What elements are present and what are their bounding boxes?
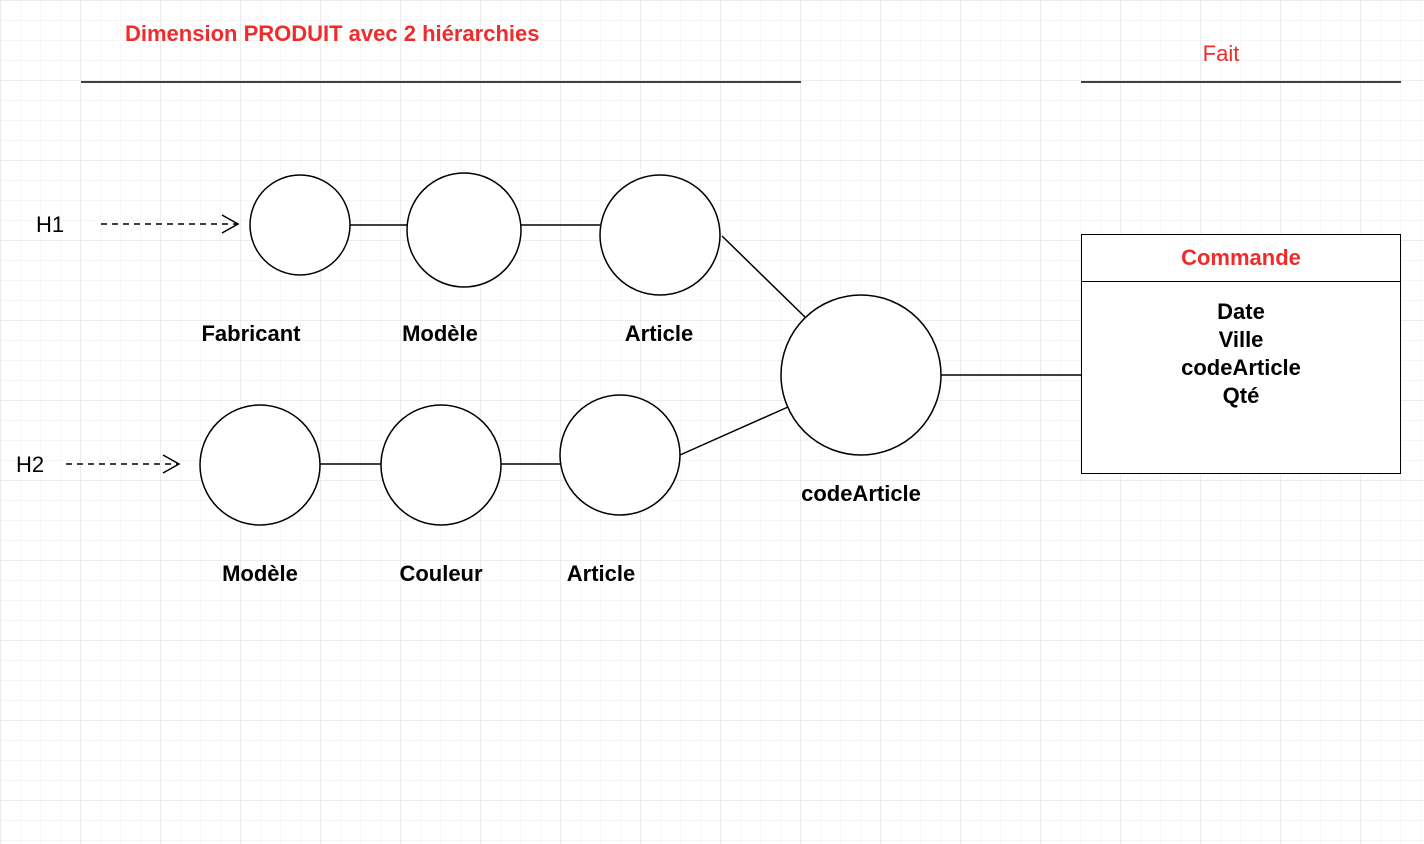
code-article-node xyxy=(780,294,942,456)
h2-node-article xyxy=(559,394,681,516)
h2-label: H2 xyxy=(16,452,45,477)
h1-level-label-1: Fabricant xyxy=(201,321,301,346)
fact-heading: Fait xyxy=(1202,41,1240,66)
h1-node-fabricant xyxy=(249,174,351,276)
fact-table-header: Commande xyxy=(1082,235,1400,282)
code-article-label: codeArticle xyxy=(801,481,921,506)
fact-field-date: Date xyxy=(1217,299,1265,324)
h2-level-label-2: Couleur xyxy=(399,561,483,586)
h2-arrowhead xyxy=(162,454,181,474)
h1-level-label-3: Article xyxy=(624,321,694,346)
fact-field-ville: Ville xyxy=(1218,327,1264,352)
h2-node-modele xyxy=(199,404,321,526)
fact-field-qte: Qté xyxy=(1222,383,1260,408)
h1-arrowhead xyxy=(221,214,240,234)
h2-level-label-1: Modèle xyxy=(222,561,298,586)
h2-node-couleur xyxy=(380,404,502,526)
fact-table: Commande Date Ville codeArticle Qté xyxy=(1081,234,1401,474)
fact-field-code-article: codeArticle xyxy=(1181,355,1301,380)
h1-level-label-2: Modèle xyxy=(402,321,478,346)
fact-table-fields: Date Ville codeArticle Qté xyxy=(1082,282,1400,410)
h1-node-article xyxy=(599,174,721,296)
fact-table-name: Commande xyxy=(1181,245,1301,270)
h1-to-code-edge xyxy=(721,235,807,319)
h2-to-code-edge xyxy=(679,406,789,456)
diagram-title: Dimension PRODUIT avec 2 hiérarchies xyxy=(125,21,540,46)
h1-label: H1 xyxy=(36,212,65,237)
h1-node-modele xyxy=(406,172,522,288)
h2-level-label-3: Article xyxy=(566,561,636,586)
